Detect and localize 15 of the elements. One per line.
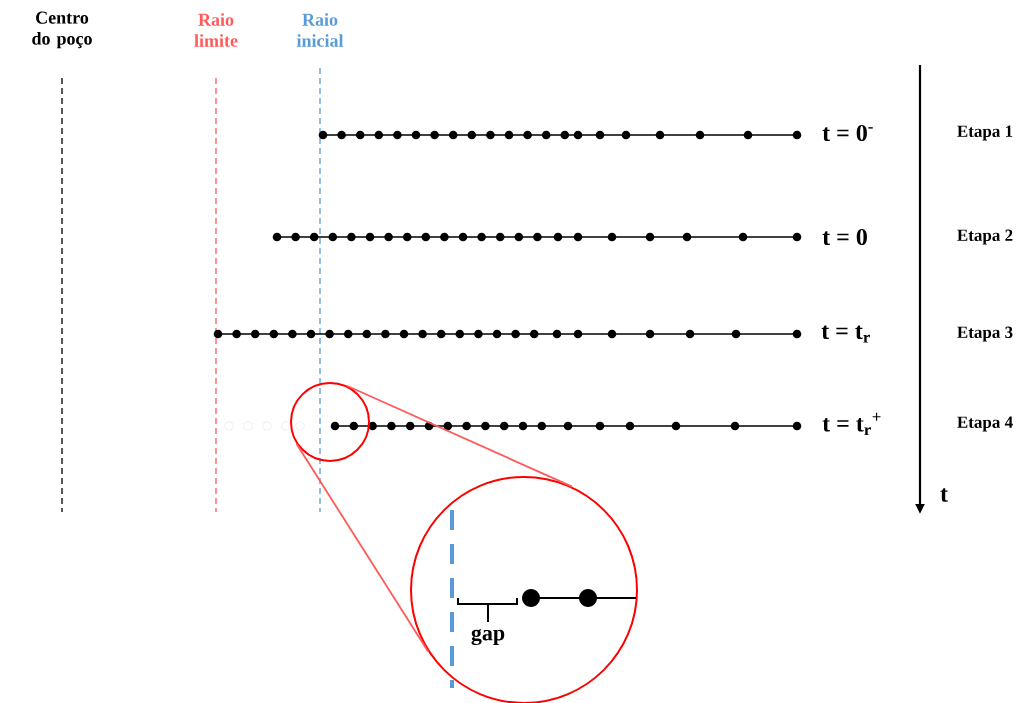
- heading: Centro do poço: [32, 11, 92, 49]
- magnifier-line: [346, 384, 574, 488]
- stage-label: Etapa 3: [957, 326, 1013, 342]
- time-label: t = 0$^{-}$: [822, 124, 873, 142]
- magnifier-circle: [290, 382, 370, 462]
- time-label: t = t$_{r}$: [821, 325, 870, 343]
- magnifier-line: [295, 442, 430, 653]
- axis-label: t: [940, 488, 948, 502]
- stage-label: Etapa 1: [957, 125, 1013, 141]
- time-label: t = t$_{r}$+: [822, 412, 881, 436]
- heading: Raio inicial: [296, 13, 344, 47]
- time-label: t = 0: [822, 228, 867, 246]
- stage-label: Etapa 2: [957, 229, 1013, 245]
- stage-label: Etapa 4: [957, 416, 1013, 432]
- heading: Raio limite: [194, 13, 238, 47]
